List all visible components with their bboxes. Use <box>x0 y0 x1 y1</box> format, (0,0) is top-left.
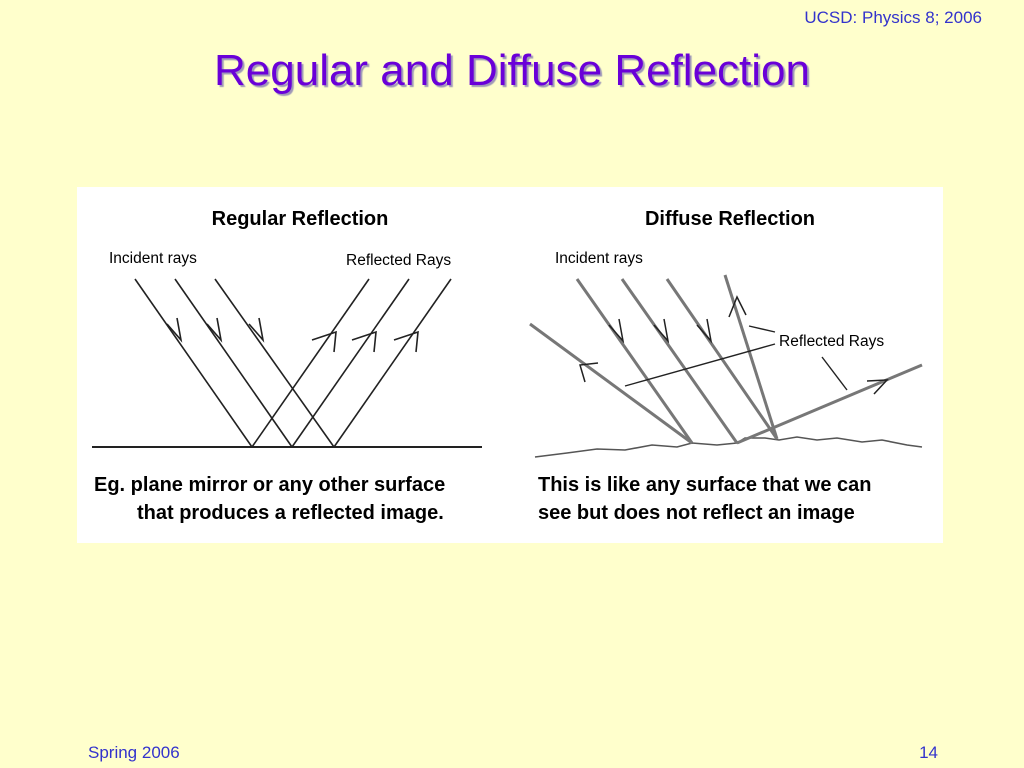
diffuse-reflected-rays <box>529 274 923 445</box>
page-number: 14 <box>919 743 938 762</box>
regular-reflected-label: Reflected Rays <box>346 252 451 269</box>
diffuse-caption-line1: This is like any surface that we can <box>538 474 871 496</box>
diffuse-incident-label: Incident rays <box>555 250 643 267</box>
regular-caption-line1: Eg. plane mirror or any other surface <box>94 474 445 496</box>
course-header: UCSD: Physics 8; 2006 <box>804 8 982 27</box>
regular-caption-line2: that produces a reflected image. <box>137 502 444 524</box>
regular-reflection-diagram: Regular Reflection Incident rays Reflect… <box>92 208 482 524</box>
regular-incident-label: Incident rays <box>109 250 197 267</box>
diffuse-caption-line2: see but does not reflect an image <box>538 502 855 524</box>
reflected-rays-pointers <box>624 325 848 391</box>
footer-term: Spring 2006 <box>88 743 180 762</box>
diffuse-reflected-label: Reflected Rays <box>779 333 884 350</box>
diffuse-reflection-title: Diffuse Reflection <box>645 208 815 230</box>
regular-reflected-rays <box>251 278 452 448</box>
diffuse-reflection-diagram: Diffuse Reflection Incident rays Reflect… <box>529 208 923 524</box>
diffuse-incident-arrowheads <box>608 318 713 344</box>
slide-title: Regular and Diffuse Reflection <box>214 46 810 95</box>
diffuse-reflected-arrowheads <box>579 295 889 395</box>
regular-reflection-title: Regular Reflection <box>212 208 389 230</box>
reflection-figure: Regular Reflection Incident rays Reflect… <box>77 187 943 543</box>
rough-surface <box>534 436 923 458</box>
regular-incident-rays <box>134 278 335 448</box>
diffuse-incident-rays <box>575 278 779 444</box>
